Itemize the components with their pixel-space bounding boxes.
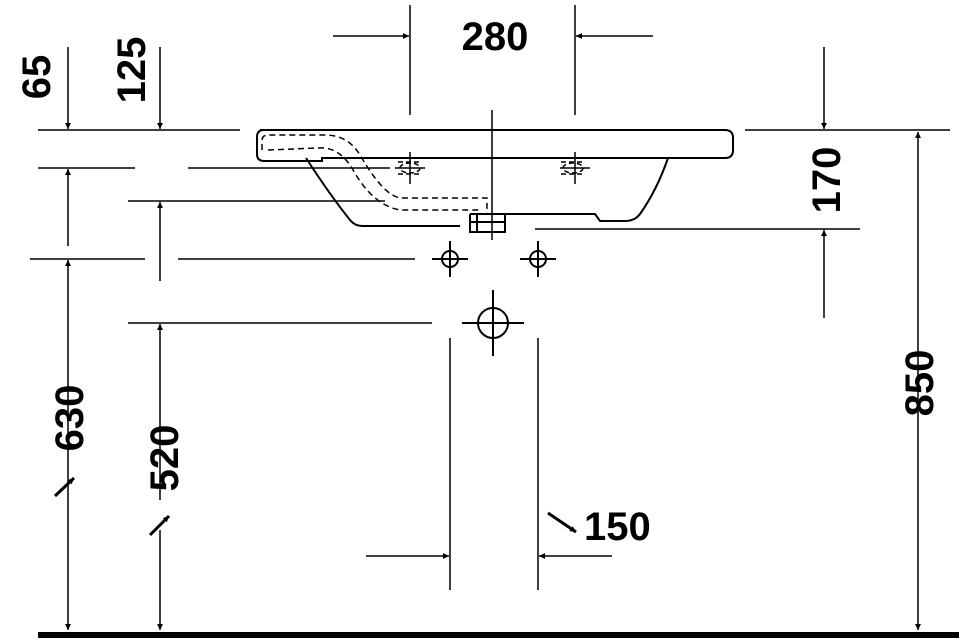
center-lines bbox=[395, 5, 590, 240]
dimension-65: 65 bbox=[15, 55, 59, 100]
dimension-150: 150 bbox=[584, 505, 651, 549]
inner-bowl-hidden bbox=[261, 134, 488, 214]
dimension-850: 850 bbox=[898, 350, 942, 417]
dimension-125: 125 bbox=[110, 37, 154, 104]
extension-lines bbox=[30, 129, 950, 590]
leader-arrows bbox=[53, 476, 577, 537]
dimension-280: 280 bbox=[462, 15, 529, 59]
dimension-arrows bbox=[65, 33, 921, 630]
washbasin-outline bbox=[256, 129, 734, 233]
dimension-520: 520 bbox=[143, 425, 187, 492]
floor-line bbox=[38, 632, 959, 638]
pipe-connection-symbols bbox=[432, 241, 556, 356]
dimension-630: 630 bbox=[48, 385, 92, 452]
dimension-170: 170 bbox=[805, 147, 849, 214]
